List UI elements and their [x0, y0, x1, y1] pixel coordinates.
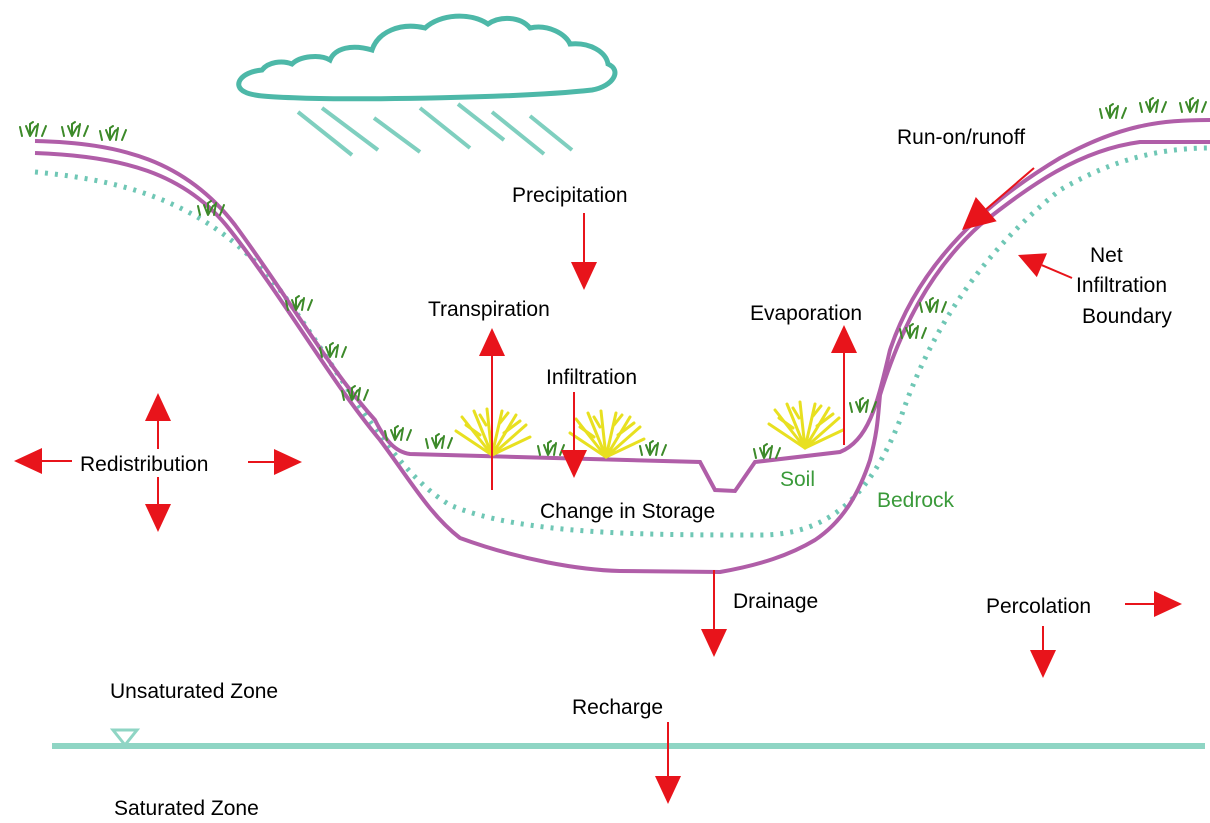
transpiration-label: Transpiration	[428, 298, 550, 321]
evaporation-arrow	[831, 325, 857, 445]
rain-streak	[296, 110, 354, 157]
rain-icon	[296, 102, 574, 157]
grass-icon	[849, 397, 877, 413]
saturated-zone-label: Saturated Zone	[114, 797, 259, 820]
grass-icon	[319, 342, 347, 358]
evaporation-label: Evaporation	[750, 302, 862, 325]
grass-icon	[384, 425, 412, 441]
grass-icon	[639, 440, 667, 456]
bush-icon	[454, 407, 532, 457]
grass-icon	[1139, 97, 1167, 113]
net-label: Net	[1090, 244, 1123, 267]
grass-icon	[1099, 103, 1127, 119]
soil-surface-line	[34, 118, 1210, 494]
grass-icon	[899, 323, 927, 339]
infiltration-boundary-label: Infiltration	[1076, 274, 1167, 297]
transpiration-arrow	[479, 328, 505, 490]
bedrock-label: Bedrock	[877, 489, 955, 512]
rain-streak	[456, 102, 506, 142]
grass-icon	[19, 121, 47, 137]
rain-streak	[418, 106, 472, 150]
net-infiltration-boundary-arrow	[1018, 253, 1073, 279]
run-on-runoff-label: Run-on/runoff	[897, 126, 1025, 149]
infiltration-label: Infiltration	[546, 366, 637, 389]
grass-icon	[285, 295, 313, 311]
soil-label: Soil	[780, 468, 815, 491]
grass-icon	[99, 125, 127, 141]
rain-streak	[320, 106, 380, 152]
redistribution-label: Redistribution	[80, 453, 208, 476]
percolation-label: Percolation	[986, 595, 1091, 618]
change-in-storage-label: Change in Storage	[540, 500, 715, 523]
redistribution-down-arrow	[145, 477, 171, 532]
percolation-right-arrow	[1125, 591, 1182, 617]
water-table-triangle-icon	[109, 728, 141, 748]
runoff-arrow	[962, 167, 1035, 230]
drainage-label: Drainage	[733, 590, 818, 613]
bush-icon	[568, 409, 646, 459]
precipitation-label: Precipitation	[512, 184, 628, 207]
grass-icon	[1179, 97, 1207, 113]
grass-icon	[341, 385, 369, 401]
grass-icon	[537, 440, 565, 456]
unsaturated-zone-label: Unsaturated Zone	[110, 680, 278, 703]
rain-streak	[528, 114, 574, 152]
cloud-icon	[236, 13, 618, 102]
drainage-arrow	[701, 570, 727, 657]
redistribution-left-arrow	[14, 448, 72, 474]
redistribution-right-arrow	[248, 449, 302, 475]
precipitation-arrow	[571, 213, 597, 290]
bush-icon	[767, 400, 845, 450]
grass-icon	[753, 443, 781, 459]
bedrock-interface-line	[34, 140, 1210, 575]
rain-streak	[490, 110, 546, 156]
percolation-down-arrow	[1030, 626, 1056, 678]
grass-icon	[425, 433, 453, 449]
grass-icon	[197, 200, 225, 216]
grass-icon	[61, 121, 89, 137]
recharge-label: Recharge	[572, 696, 663, 719]
redistribution-up-arrow	[145, 393, 171, 449]
recharge-arrow	[655, 722, 681, 804]
grass-icon	[919, 297, 947, 313]
infiltration-arrow	[561, 392, 587, 478]
rain-streak	[372, 116, 422, 154]
boundary-label: Boundary	[1082, 305, 1172, 328]
